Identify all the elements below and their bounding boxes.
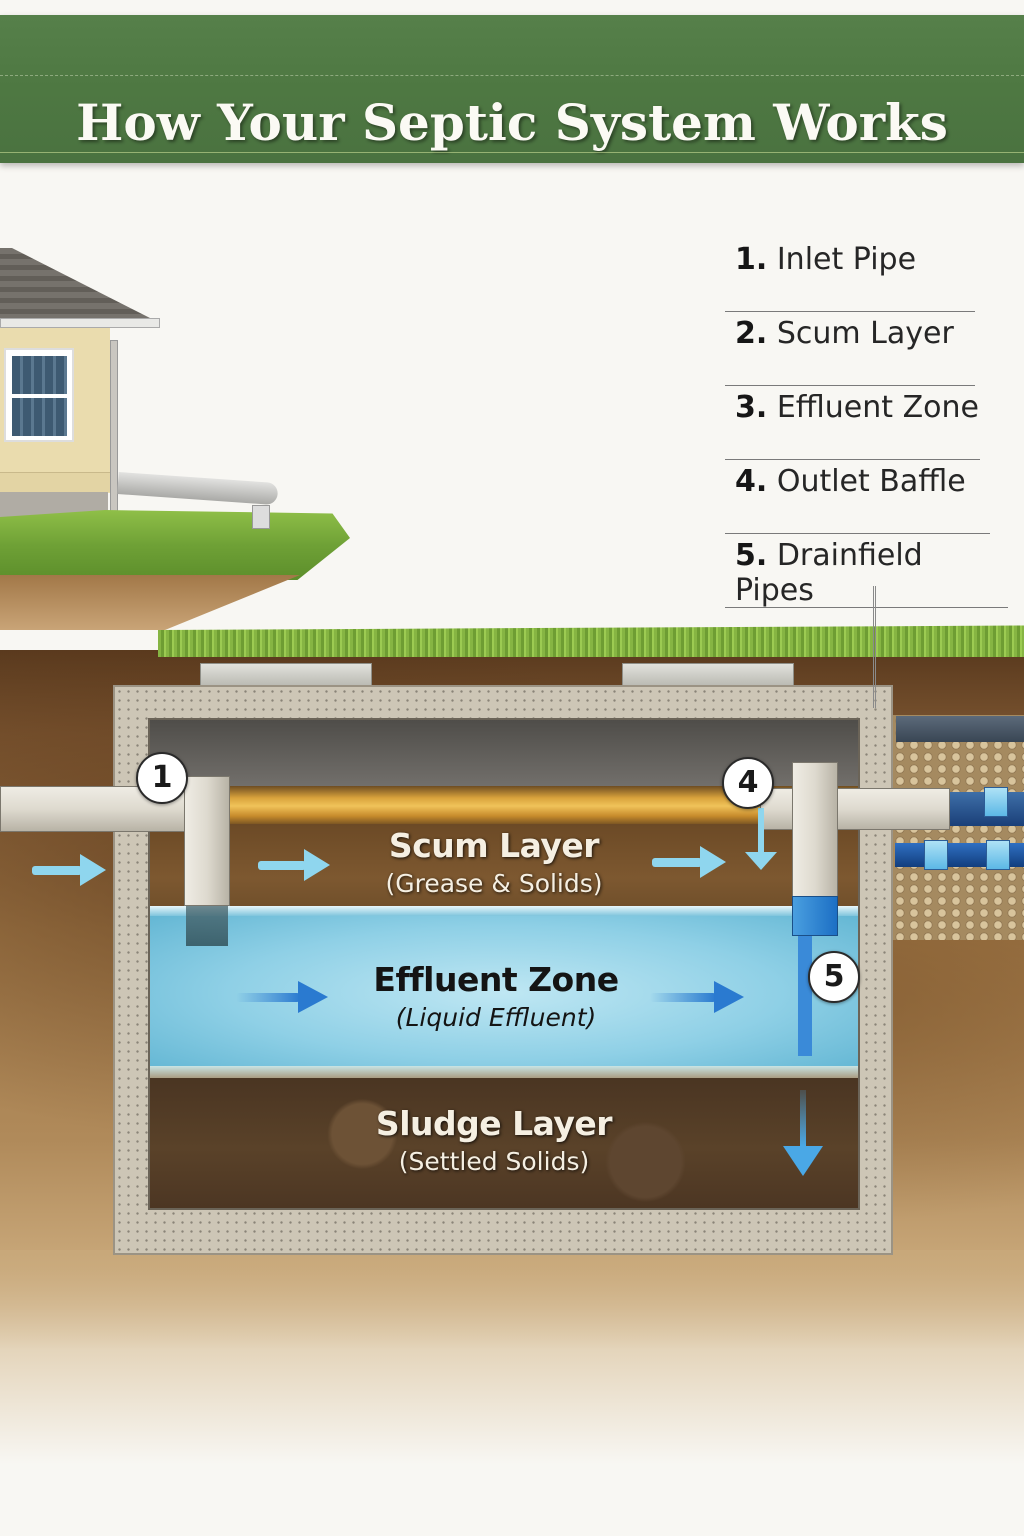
banner-stitch-top [0,75,1024,76]
marker-5-drainfield-pipes: 5 [808,951,860,1003]
drainfield-coupler [984,787,1008,817]
drainfield-coupler [924,840,948,870]
inlet-submerged-end [186,906,228,946]
legend-item-outlet-baffle: 4. Outlet Baffle [725,460,990,534]
house-gutter [0,318,160,328]
effluent-zone-title: Effluent Zone [373,960,619,999]
house-lawn-soil [0,575,300,630]
tank-access-lid-left [200,663,372,687]
legend-label: Drainfield Pipes [735,538,923,608]
legend-number: 3. [735,390,768,425]
effluent-surface [150,906,858,916]
scum-layer-title: Scum Layer [388,826,600,865]
outlet-flow-tube [798,936,812,1056]
title-banner: How Your Septic System Works [0,15,1024,163]
effluent-bottom-edge [150,1066,858,1080]
sludge-layer-label: Sludge Layer (Settled Solids) [294,1104,694,1176]
legend-number: 1. [735,242,768,277]
inlet-tee-pipe [184,776,230,906]
legend-item-scum-layer: 2. Scum Layer [725,312,975,386]
sludge-layer-title: Sludge Layer [375,1104,613,1143]
legend-label: Inlet Pipe [776,242,917,277]
legend-label: Outlet Baffle [776,464,966,499]
effluent-zone-subtitle: (Liquid Effluent) [395,1003,597,1032]
outlet-baffle-filter [792,896,838,936]
house-illustration [0,230,360,630]
drainfield-top-pipe [896,716,1024,742]
outlet-pipe [760,788,950,830]
marker-1-inlet-pipe: 1 [136,752,188,804]
legend-number: 2. [735,316,768,351]
sludge-layer [150,1078,858,1208]
window-pane-top [12,356,67,394]
drainfield-coupler [986,840,1010,870]
marker-4-outlet-baffle: 4 [722,757,774,809]
tank-access-lid-right [622,663,794,687]
outlet-baffle [792,762,838,902]
house-window [4,348,74,442]
house-roof [0,248,150,318]
legend: 1. Inlet Pipe 2. Scum Layer 3. Effluent … [725,238,1015,608]
legend-item-effluent-zone: 3. Effluent Zone [725,386,980,460]
legend-item-inlet-pipe: 1. Inlet Pipe [725,238,975,312]
legend-label: Effluent Zone [776,390,979,425]
legend-number: 4. [735,464,768,499]
grass-surface [158,625,1024,657]
scum-layer-subtitle: (Grease & Solids) [385,869,603,898]
legend-number: 5. [735,538,768,573]
legend-label: Scum Layer [776,316,954,351]
downspout-extension-pipe [117,472,279,506]
effluent-zone-label: Effluent Zone (Liquid Effluent) [296,960,696,1032]
banner-stitch-bottom [0,152,1024,153]
soil-fade [0,1250,1024,1536]
house-lawn [0,510,350,580]
page-title: How Your Septic System Works [76,93,948,152]
legend-item-drainfield-pipes: 5. Drainfield Pipes [725,534,1008,608]
legend-leader-line [873,586,876,708]
window-pane-bottom [12,398,67,436]
house-wall-band [0,472,110,492]
sludge-layer-subtitle: (Settled Solids) [398,1147,590,1176]
downspout-outlet [252,505,270,529]
scum-layer-label: Scum Layer (Grease & Solids) [294,826,694,898]
